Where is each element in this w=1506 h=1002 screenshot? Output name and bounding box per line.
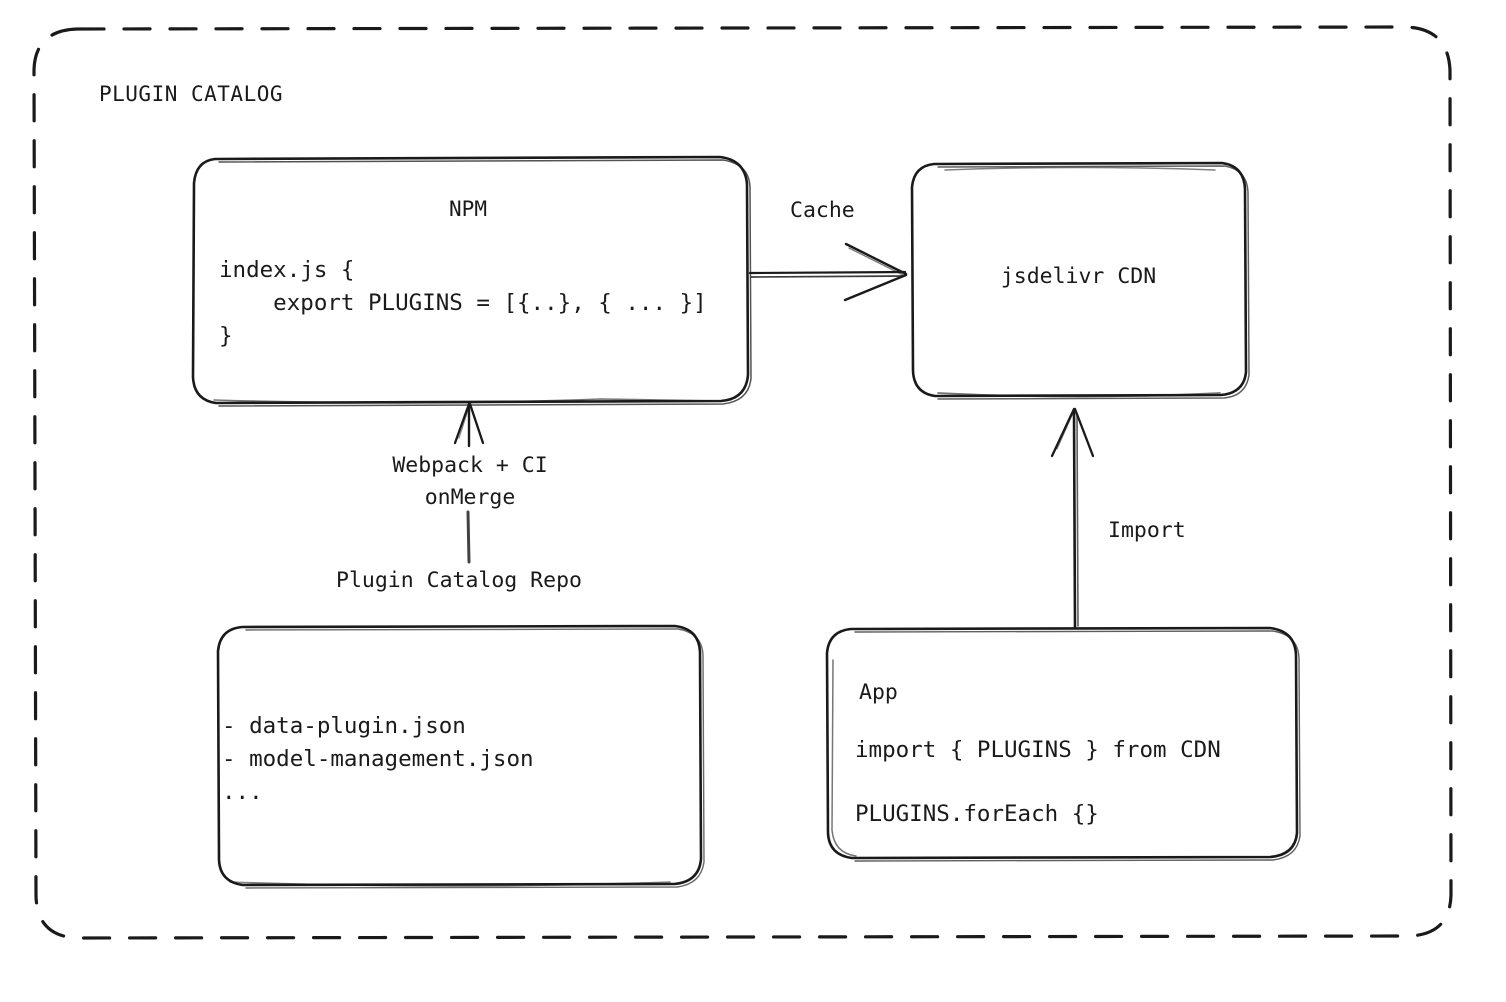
app-node-import-line: import { PLUGINS } from CDN <box>855 737 1221 763</box>
import-arrow-shaft-sketch <box>1076 413 1079 627</box>
cache-arrow-head-upper-sketch <box>848 247 904 276</box>
build-arrow-shaft-lower <box>466 510 471 564</box>
cache-arrow-shaft-sketch <box>750 275 905 278</box>
cdn-box-bottom-sketch <box>937 392 1221 398</box>
cache-arrow-head-upper <box>844 242 908 276</box>
import-arrow-head-left <box>1050 407 1076 458</box>
npm-node-code: index.js { export PLUGINS = [{..}, { ...… <box>219 257 707 349</box>
repo-node-file-list: - data-plugin.json - model-management.js… <box>222 713 534 805</box>
cache-arrow-head-lower <box>843 273 908 302</box>
import-arrow-shaft <box>1072 408 1077 629</box>
cdn-box-top-sketch <box>944 166 1216 171</box>
import-arrow-head-left-sketch <box>1056 412 1074 450</box>
npm-node-title: NPM <box>449 197 487 221</box>
build-arrow-head-right <box>468 402 485 445</box>
cache-edge-label: Cache <box>790 198 855 223</box>
app-node-title: App <box>859 680 898 705</box>
import-edge-label: Import <box>1108 518 1186 543</box>
build-arrow-head-left-sketch <box>458 406 470 439</box>
cdn-node-title: jsdelivr CDN <box>1000 264 1157 289</box>
import-arrow-head-right <box>1073 407 1095 458</box>
cache-arrow-shaft <box>748 270 907 275</box>
npm-box-bottom-sketch <box>213 398 719 404</box>
app-node-foreach-line: PLUGINS.forEach {} <box>855 801 1099 827</box>
build-edge-label: Webpack + CI onMerge <box>392 453 548 510</box>
app-box-left-sketch <box>831 659 857 857</box>
repo-node-caption: Plugin Catalog Repo <box>336 568 582 593</box>
build-arrow-head-left <box>453 402 471 445</box>
section-title: PLUGIN CATALOG <box>99 82 284 106</box>
repo-box-bottom-sketch <box>229 881 671 887</box>
